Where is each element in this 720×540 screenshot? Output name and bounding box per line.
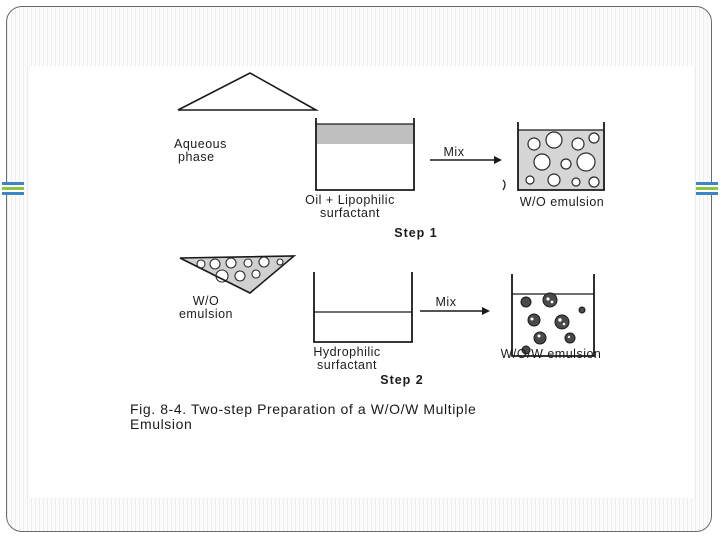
hydrophilic-beaker (313, 272, 413, 343)
label-hydrophilic-surfactant: Hydrophilic surfactant (286, 346, 408, 372)
wo-emulsion-vessel (179, 255, 297, 294)
oil-beaker (315, 118, 415, 191)
label-aqueous-line2: phase (178, 150, 215, 164)
label-wow-emulsion-result: W/O/W emulsion (500, 347, 602, 361)
caption-line2: Emulsion (130, 416, 193, 432)
diagram-drawing (177, 72, 605, 357)
label-aqueous-line1: Aqueous (174, 137, 227, 151)
label-wo-line2: emulsion (178, 307, 234, 321)
label-wo-emulsion-source: W/O emulsion (158, 295, 254, 321)
wo-emulsion-beaker (502, 122, 605, 191)
label-hydrophilic-line2: surfactant (317, 358, 377, 372)
label-hydrophilic-line1: Hydrophilic (313, 345, 381, 359)
wow-emulsion-beaker (511, 274, 595, 357)
label-oil-line2: surfactant (320, 206, 380, 220)
label-step-2: Step 2 (380, 373, 424, 387)
mix-arrow-step1 (430, 156, 502, 164)
left-accent-bar (2, 182, 24, 196)
water-droplets (525, 131, 600, 188)
multiple-emulsion-globules (520, 292, 586, 355)
figure-caption: Fig. 8-4. Two-step Preparation of a W/O/… (130, 402, 670, 432)
mix-arrow-step2 (420, 307, 490, 315)
aqueous-phase-vessel (177, 72, 320, 111)
label-wo-line1: W/O (192, 294, 220, 308)
caption-line1: Fig. 8-4. Two-step Preparation of a W/O/… (130, 401, 477, 417)
figure-diagram: Aqueous phase Oil + Lipophilic surfactan… (108, 66, 668, 506)
label-mix-step2: Mix (435, 295, 457, 309)
label-oil-lipophilic: Oil + Lipophilic surfactant (280, 194, 420, 220)
label-mix-step1: Mix (443, 145, 465, 159)
label-oil-line1: Oil + Lipophilic (305, 193, 395, 207)
right-accent-bar (696, 182, 718, 196)
label-aqueous-phase: Aqueous phase (174, 138, 264, 164)
label-wo-emulsion-result: W/O emulsion (519, 195, 605, 209)
label-step-1: Step 1 (394, 226, 438, 240)
